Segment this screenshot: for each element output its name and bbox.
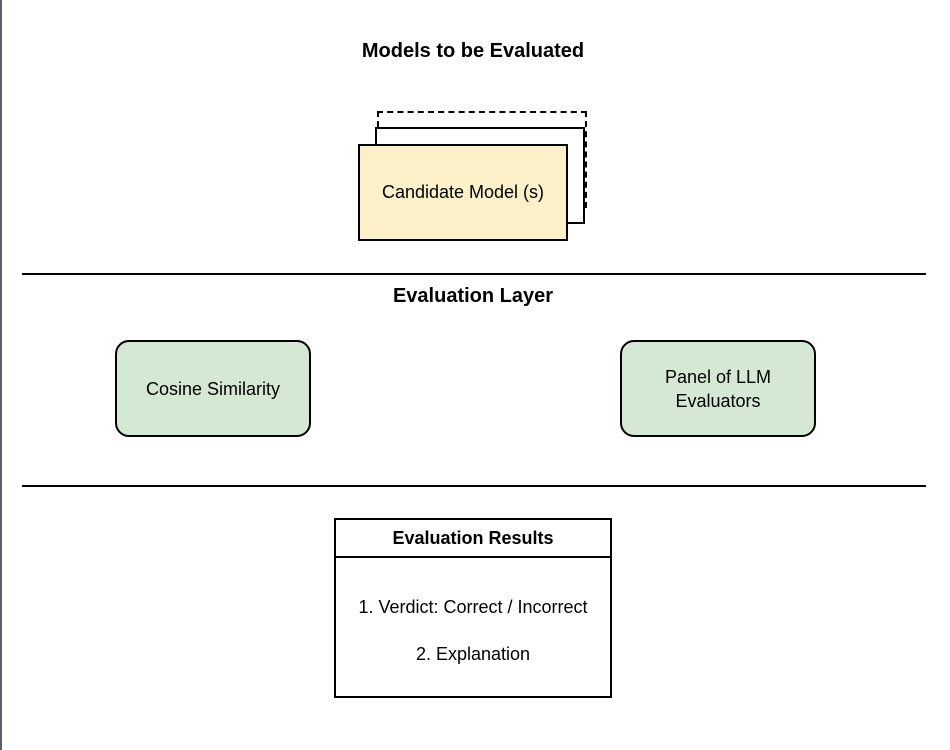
left-edge-line [0, 0, 2, 750]
cosine-similarity-box: Cosine Similarity [115, 340, 311, 437]
candidate-model-box: Candidate Model (s) [358, 144, 568, 241]
cosine-similarity-label: Cosine Similarity [145, 378, 281, 399]
llm-evaluators-panel-box: Panel of LLM Evaluators [620, 340, 816, 437]
candidate-model-label: Candidate Model (s) [381, 182, 545, 202]
llm-panel-label-line2: Evaluators [675, 390, 761, 411]
llm-panel-label-line1: Panel of LLM [664, 366, 772, 387]
results-item-explanation: 2. Explanation [415, 644, 531, 664]
evaluation-results-box: Evaluation Results 1. Verdict: Correct /… [334, 518, 612, 698]
models-section-title: Models to be Evaluated [361, 40, 585, 62]
results-item-verdict: 1. Verdict: Correct / Incorrect [358, 597, 588, 617]
evaluation-results-header: Evaluation Results [336, 520, 610, 558]
evaluation-layer-title: Evaluation Layer [392, 285, 554, 307]
section-divider-bottom [22, 485, 926, 487]
section-divider-top [22, 273, 926, 275]
